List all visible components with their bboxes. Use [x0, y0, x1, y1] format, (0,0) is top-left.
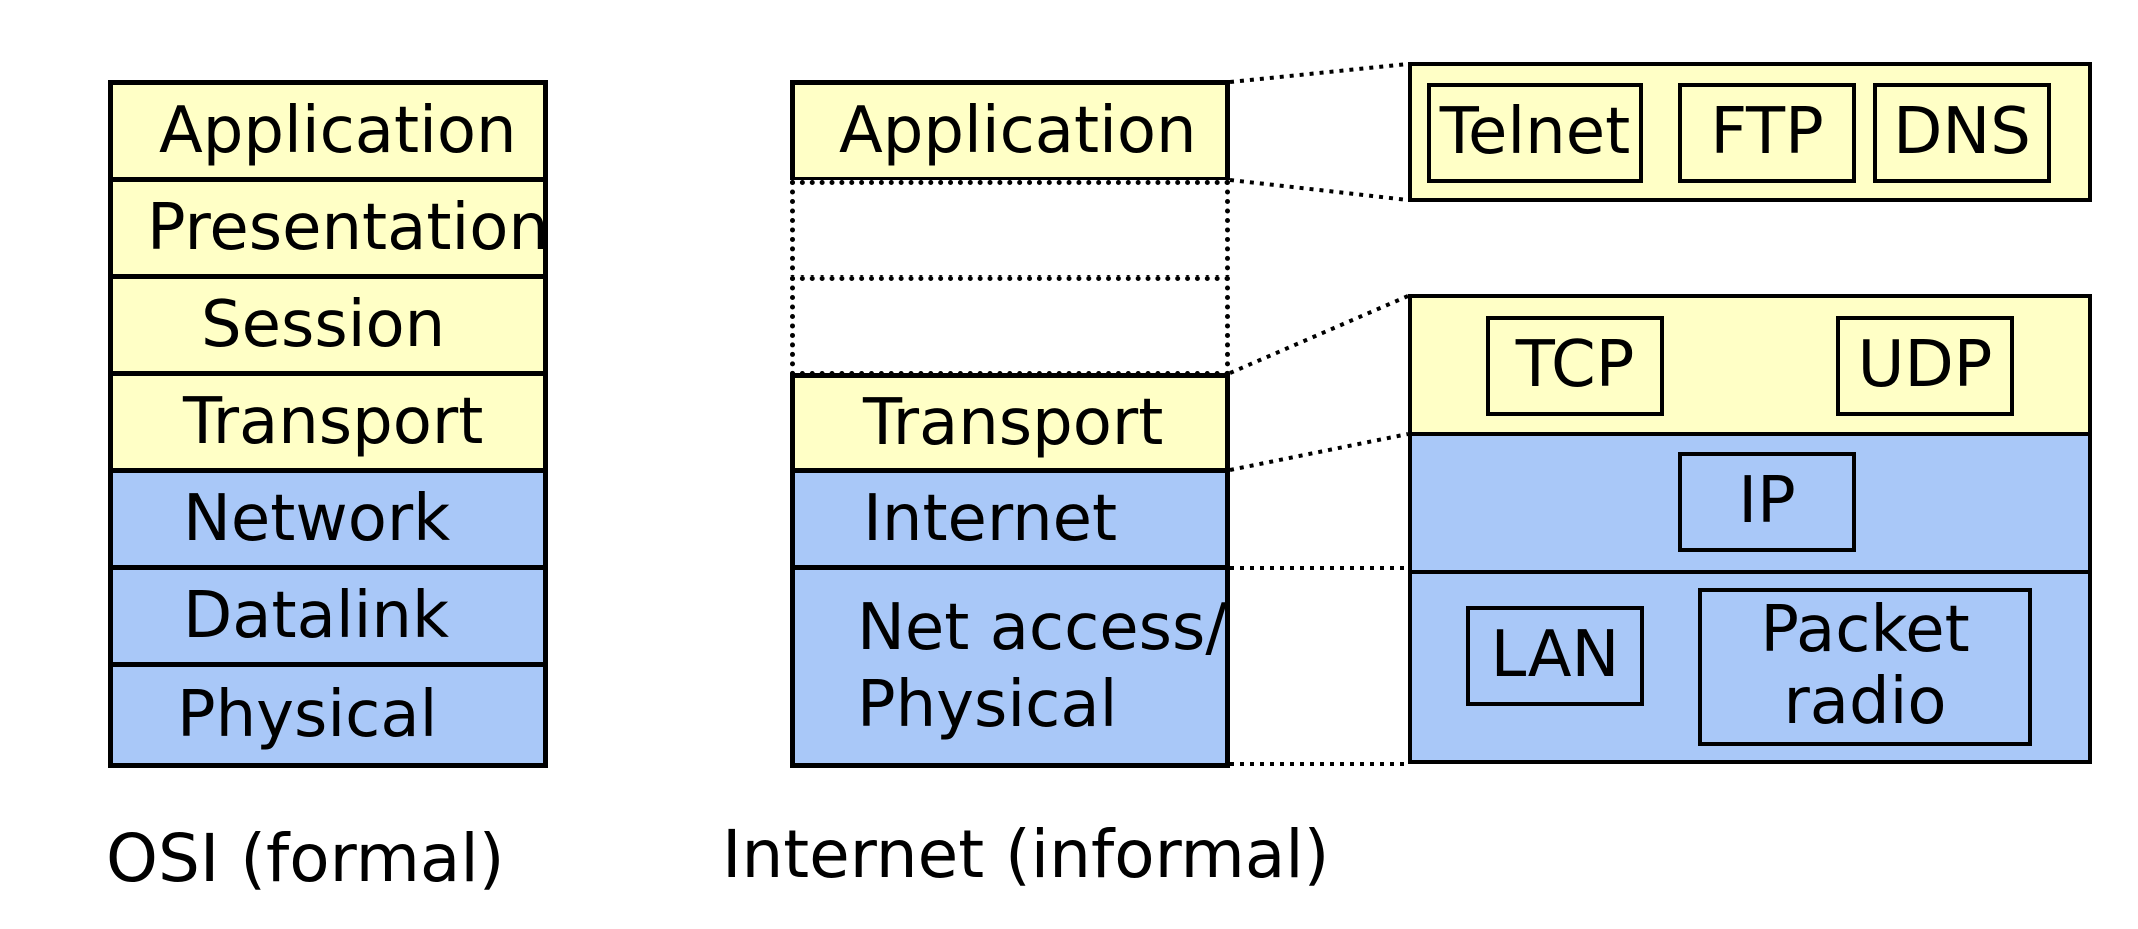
telnet-protocol-box: Telnet — [1427, 83, 1643, 183]
protocol-label: Telnet — [1439, 95, 1631, 170]
osi-layer-label: Application — [159, 94, 517, 168]
osi-layer-physical: Physical — [108, 662, 548, 768]
internet-empty-presentation-slot — [790, 180, 1230, 280]
osi-layer-network: Network — [108, 468, 548, 570]
protocol-label: TCP — [1515, 328, 1635, 403]
ftp-protocol-box: FTP — [1678, 83, 1856, 183]
internet-layer-net-access: Net access/ Physical — [790, 565, 1230, 768]
osi-layer-label: Presentation — [147, 191, 549, 265]
internet-layer-label: Physical — [857, 667, 1118, 742]
internet-layer-label: Application — [839, 94, 1197, 168]
lan-protocol-box: LAN — [1466, 606, 1644, 706]
connector-application-top — [1229, 62, 1409, 84]
internet-layer-transport: Transport — [790, 373, 1230, 473]
protocol-label: UDP — [1857, 328, 1993, 403]
dns-protocol-box: DNS — [1873, 83, 2051, 183]
internet-layer-application: Application — [790, 80, 1230, 182]
internet-layer-label: Transport — [863, 386, 1164, 460]
internet-layer-internet: Internet — [790, 468, 1230, 570]
connector-application-bottom — [1229, 178, 1409, 202]
protocol-label: IP — [1738, 464, 1796, 539]
internet-layer-label: Internet — [863, 482, 1118, 556]
protocol-label: LAN — [1490, 618, 1620, 693]
packet-radio-protocol-box: Packet radio — [1698, 588, 2032, 746]
osi-layer-label: Physical — [177, 678, 438, 752]
udp-protocol-box: UDP — [1836, 316, 2014, 416]
internet-caption: Internet (informal) — [722, 816, 1330, 893]
osi-caption: OSI (formal) — [106, 820, 505, 897]
internet-layer-label: Net access/ — [857, 590, 1227, 665]
internet-empty-session-slot — [790, 276, 1230, 376]
protocol-label: DNS — [1893, 95, 2031, 170]
osi-layer-label: Network — [183, 482, 451, 556]
osi-layer-transport: Transport — [108, 371, 548, 473]
osi-layer-label: Transport — [183, 385, 484, 459]
osi-layer-application: Application — [108, 80, 548, 182]
protocol-label: Packet radio — [1760, 593, 1970, 739]
osi-layer-label: Datalink — [183, 579, 449, 653]
osi-layer-presentation: Presentation — [108, 177, 549, 279]
osi-layer-label: Session — [201, 288, 446, 362]
osi-layer-datalink: Datalink — [108, 565, 548, 667]
ip-protocol-box: IP — [1678, 452, 1856, 552]
connector-transport-top — [1229, 294, 1409, 375]
protocol-label: FTP — [1710, 95, 1824, 170]
link-protocol-band — [1412, 574, 2088, 760]
connector-transport-bottom — [1229, 432, 1409, 472]
tcp-protocol-box: TCP — [1486, 316, 1664, 416]
osi-layer-session: Session — [108, 274, 548, 376]
